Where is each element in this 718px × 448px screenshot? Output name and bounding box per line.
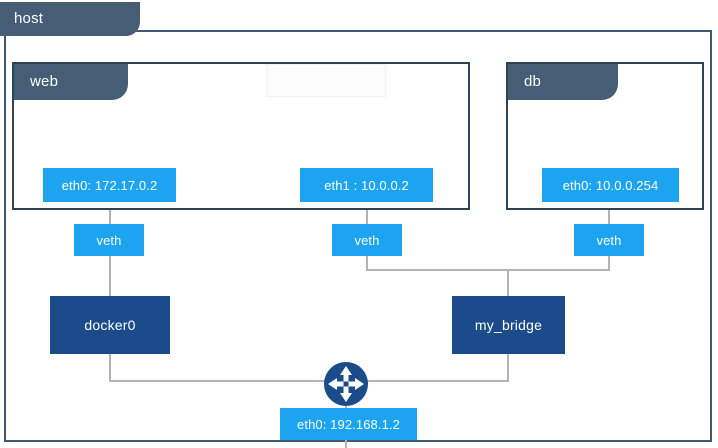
bridge-docker0[interactable]: docker0 bbox=[50, 296, 170, 354]
connector-mybridge-bus bbox=[507, 352, 509, 381]
connector-veth-db-stub bbox=[608, 254, 610, 271]
veth-docker0[interactable]: veth bbox=[74, 224, 144, 256]
veth-db-mybridge[interactable]: veth bbox=[574, 224, 644, 256]
connector-bus-mybridge bbox=[507, 269, 509, 298]
interface-web-eth0[interactable]: eth0: 172.17.0.2 bbox=[43, 168, 176, 202]
connector-db-eth0-veth bbox=[608, 208, 610, 234]
interface-web-eth1[interactable]: eth1 : 10.0.0.2 bbox=[300, 168, 433, 202]
connector-veth-web-stub bbox=[366, 254, 368, 271]
connector-web-eth0-veth bbox=[109, 208, 111, 234]
connector-veth-bus bbox=[366, 269, 610, 271]
connector-host-eth0-tail bbox=[345, 438, 347, 448]
namespace-web-label[interactable]: web bbox=[14, 64, 128, 100]
veth-web-mybridge[interactable]: veth bbox=[332, 224, 402, 256]
connector-veth-docker0 bbox=[109, 254, 111, 298]
interface-host-eth0[interactable]: eth0: 192.168.1.2 bbox=[280, 408, 417, 440]
connector-docker0-bus bbox=[109, 352, 111, 381]
bridge-my-bridge[interactable]: my_bridge bbox=[452, 296, 565, 354]
router-icon[interactable] bbox=[322, 360, 370, 408]
selection-ghost-rect bbox=[266, 64, 386, 97]
namespace-db-label[interactable]: db bbox=[508, 64, 618, 100]
interface-db-eth0[interactable]: eth0: 10.0.0.254 bbox=[542, 168, 679, 202]
host-label-tab[interactable]: host bbox=[0, 2, 140, 36]
connector-bottom-bus bbox=[109, 380, 509, 382]
connector-web-eth1-veth bbox=[366, 208, 368, 234]
